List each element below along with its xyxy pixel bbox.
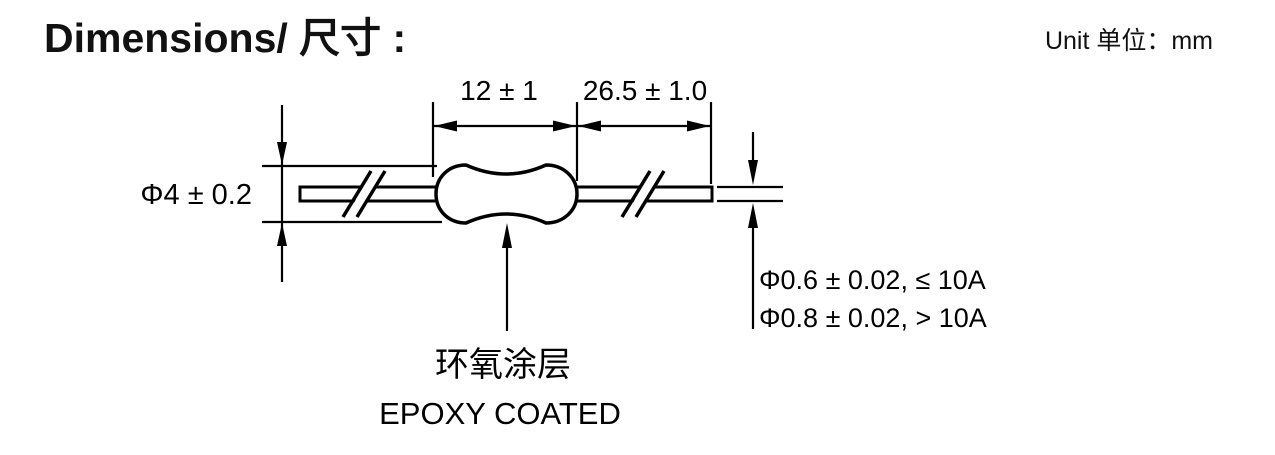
arrow-down-icon [277,142,287,165]
arrow-right-icon [687,120,710,132]
lead-length-dimension [578,120,710,132]
left-break-mark [341,170,387,218]
body-length-label: 12 ± 1 [460,75,538,106]
arrow-down-icon [748,160,758,185]
body-diameter-extension-lines [262,164,442,224]
arrow-up-icon [277,223,287,246]
coating-label-en: EPOXY COATED [379,396,621,431]
page-title: Dimensions/ 尺寸 : [44,15,407,61]
component-body [434,163,579,225]
left-break-gap [345,169,385,219]
lead-length-label: 26.5 ± 1.0 [583,75,707,106]
arrow-right-icon [553,120,576,132]
right-break-gap [624,169,664,219]
lead-diameter-small-label: Φ0.6 ± 0.02, ≤ 10A [759,265,986,295]
coating-label-cn: 环氧涂层 [435,346,571,384]
lead-diameter-dimension [717,132,783,329]
unit-label: Unit 单位：mm [1044,27,1213,55]
coating-leader-arrow [502,223,512,331]
lead-diameter-large-label: Φ0.8 ± 0.02, > 10A [759,303,987,333]
arrow-left-icon [434,120,457,132]
arrow-left-icon [578,120,601,132]
body-length-dimension [434,120,576,132]
body-diameter-dimension [277,105,287,282]
length-extension-lines [431,102,713,184]
body-diameter-label: Φ4 ± 0.2 [140,179,252,211]
arrow-up-icon [748,203,758,228]
right-break-mark [620,170,666,218]
arrow-up-icon [502,223,512,248]
